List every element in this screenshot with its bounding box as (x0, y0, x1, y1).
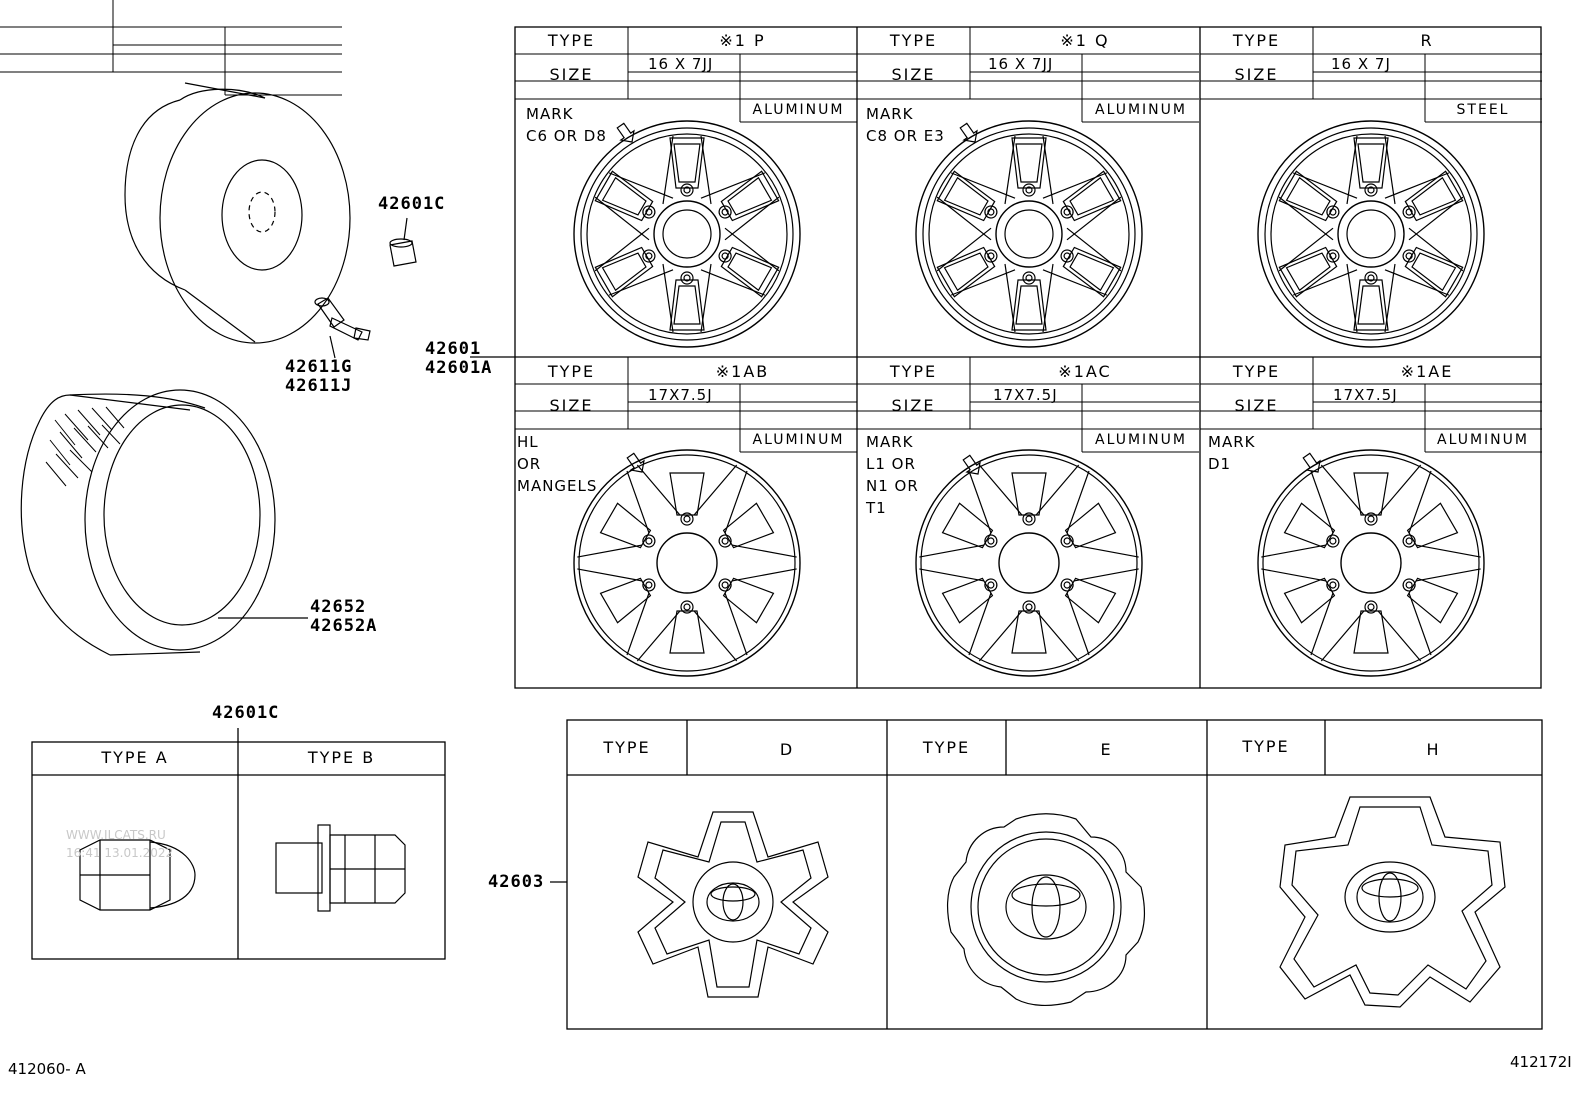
footer-left-code: 412060- A (8, 1060, 86, 1078)
wheel-type-r (1258, 121, 1484, 347)
wheel-4-size: 17X7.5J (648, 386, 713, 404)
cap-3-type: H (1426, 740, 1441, 759)
footer-right-code: 412172I (1510, 1053, 1572, 1071)
cap-1-type-label: TYPE (603, 738, 651, 757)
watermark: WWW.ILCATS.RU 16:41 13.01.2022 (66, 828, 174, 860)
lug-nut-table (31, 728, 446, 960)
wheel-4-type: ※1AB (715, 362, 770, 381)
tread-pattern (45, 406, 125, 487)
wheel-5-material: ALUMINUM (1095, 432, 1187, 448)
part-number-lug-nut-table: 42601C (212, 703, 280, 723)
wheel-type-1p (574, 121, 800, 347)
wheel-2-size-label: SIZE (891, 65, 936, 84)
wheel-1-mark: MARK C6 OR D8 (526, 105, 607, 145)
valve-stem-drawing (314, 297, 371, 341)
wheel-6-material: ALUMINUM (1437, 432, 1529, 448)
wheel-2-mark: MARK C8 OR E3 (866, 105, 945, 145)
wheel-3-type: R (1420, 31, 1434, 50)
wheel-grid (514, 26, 1542, 689)
wheel-5-type-label: TYPE (889, 362, 938, 381)
lug-nut-drawing (389, 238, 417, 267)
part-number-valve: 42611G 42611J (285, 357, 353, 396)
cap-2-type: E (1100, 740, 1113, 759)
nut-table-header-type-a: TYPE A (101, 748, 169, 767)
hub-cap-type-d-drawing (637, 811, 829, 998)
cap-3-type-label: TYPE (1242, 737, 1290, 756)
wheel-1-type: ※1 P (719, 31, 766, 50)
wheel-5-size-label: SIZE (891, 396, 936, 415)
wheel-1-size: 16 X 7JJ (648, 55, 714, 73)
wheel-4-mark: HL OR MANGELS (517, 433, 598, 495)
wheel-6-size-label: SIZE (1234, 396, 1279, 415)
wheel-2-type-label: TYPE (889, 31, 938, 50)
tire-drawing (20, 389, 276, 656)
wheel-type-1ae (1258, 450, 1484, 676)
wheel-2-size: 16 X 7JJ (988, 55, 1054, 73)
wheel-2-material: ALUMINUM (1095, 102, 1187, 118)
cap-2-type-label: TYPE (922, 738, 971, 757)
wheel-4-material: ALUMINUM (752, 432, 845, 448)
wheel-type-1ac (916, 450, 1142, 676)
hub-cap-type-e-drawing (947, 813, 1145, 1006)
part-number-lug-nut: 42601C (378, 194, 446, 214)
wheel-3-size-label: SIZE (1234, 65, 1279, 84)
hub-cap-type-h-drawing (1279, 796, 1506, 1008)
wheel-6-mark: MARK D1 (1208, 433, 1256, 473)
wheel-3-material: STEEL (1456, 102, 1510, 118)
wheel-5-size: 17X7.5J (993, 386, 1058, 404)
wheel-type-1ab (574, 450, 800, 676)
part-number-hub-cap: 42603 (488, 872, 545, 892)
wheel-type-1q (916, 121, 1142, 347)
wheel-5-mark: MARK L1 OR N1 OR T1 (866, 433, 919, 517)
hub-cap-table (566, 719, 1543, 1030)
wheel-4-type-label: TYPE (547, 362, 596, 381)
cap-1-type: D (779, 740, 795, 759)
nut-table-header-type-b: TYPE B (307, 748, 376, 767)
lug-nut-type-a-drawing (79, 839, 196, 911)
lug-nut-type-b-drawing (275, 824, 406, 912)
wheel-6-type-label: TYPE (1232, 362, 1281, 381)
wheel-1-material: ALUMINUM (752, 102, 845, 118)
wheel-1-type-label: TYPE (547, 31, 596, 50)
wheel-3-type-label: TYPE (1232, 31, 1281, 50)
wheel-5-type: ※1AC (1058, 362, 1112, 381)
wheel-2-type: ※1 Q (1060, 31, 1110, 50)
part-number-tire: 42652 42652A (310, 597, 378, 636)
wheel-3-size: 16 X 7J (1331, 55, 1391, 73)
wheel-6-size: 17X7.5J (1333, 386, 1398, 404)
wheel-6-type: ※1AE (1400, 362, 1454, 381)
wheel-4-size-label: SIZE (549, 396, 594, 415)
part-number-wheel: 42601 42601A (425, 339, 493, 378)
wheel-1-size-label: SIZE (549, 65, 594, 84)
